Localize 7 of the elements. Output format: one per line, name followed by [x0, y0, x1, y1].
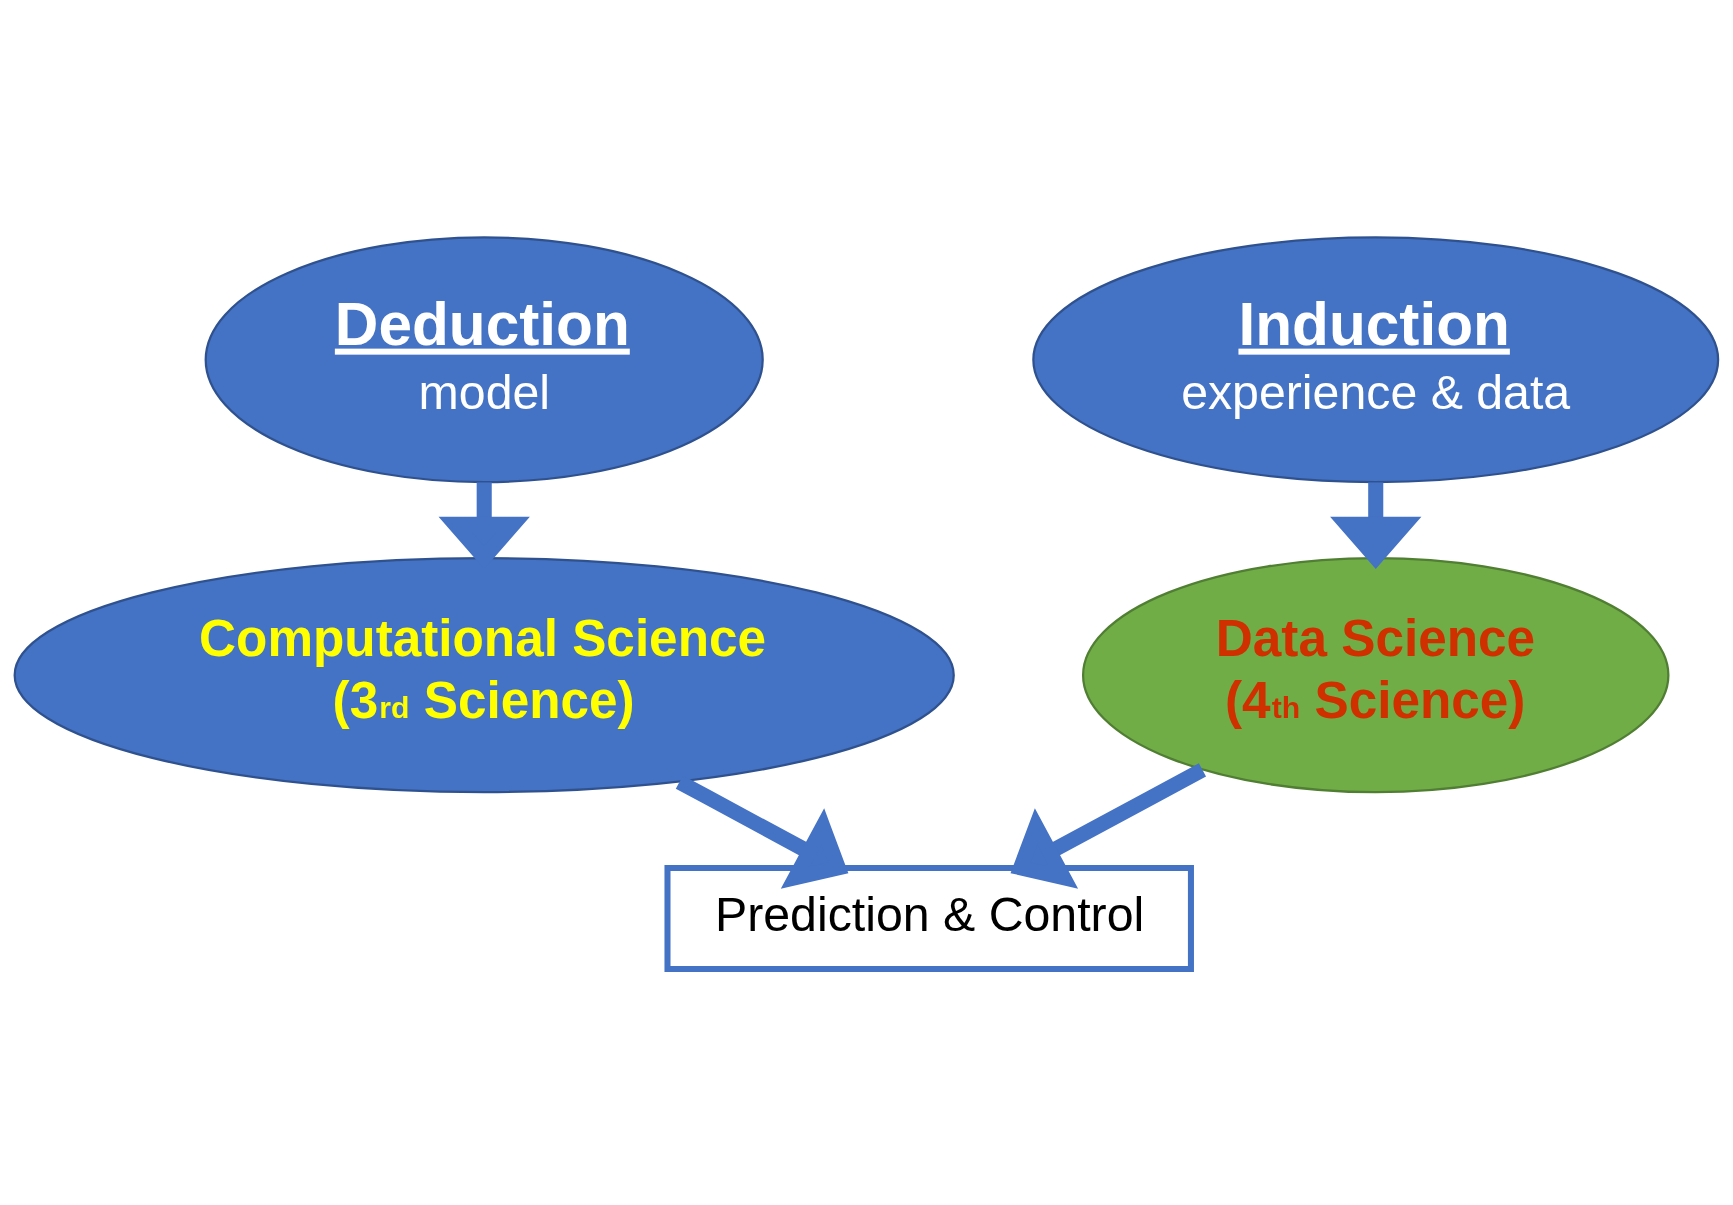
- arrow: [1330, 481, 1422, 569]
- node-box: Prediction & Control: [664, 864, 1194, 972]
- node-ellipse: Deduction model: [204, 235, 764, 483]
- node-ellipse: Induction experience & data: [1032, 235, 1720, 483]
- node-ellipse: Computational Science (3rd Science): [13, 556, 955, 793]
- arrow: [1010, 762, 1207, 889]
- node-ellipse: Data Science (4th Science): [1081, 556, 1670, 793]
